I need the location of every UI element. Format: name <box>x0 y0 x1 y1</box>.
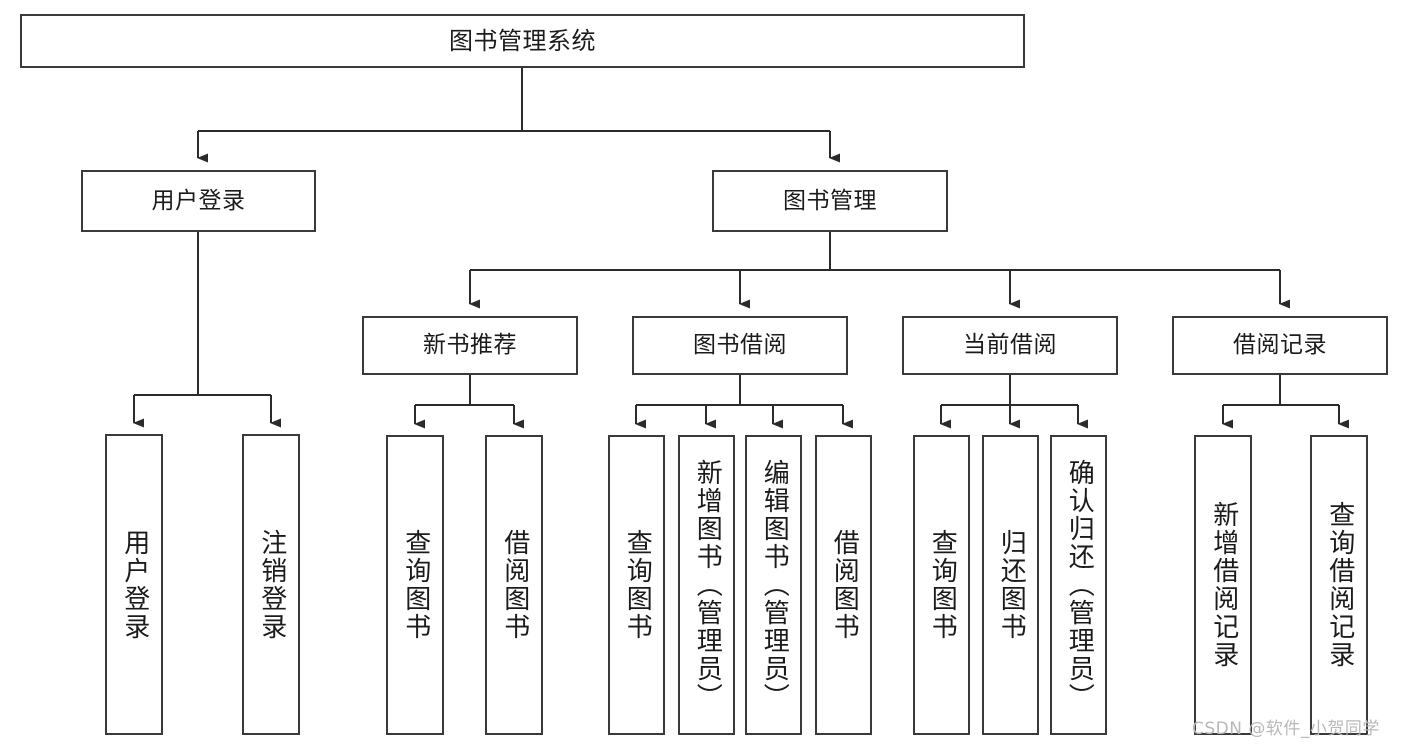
node-label: 新书推荐 <box>423 332 517 358</box>
node-new-book-recommend[interactable]: 新书推荐 <box>362 316 578 375</box>
node-label: 图书管理 <box>783 187 877 214</box>
node-label: 查询图书 <box>400 529 431 641</box>
node-label: 借阅图书 <box>499 529 530 641</box>
node-user-login[interactable]: 用户登录 <box>81 170 316 232</box>
node-label: 图书管理系统 <box>449 27 596 55</box>
node-label: 用户登录 <box>119 528 150 641</box>
node-label: 图书借阅 <box>693 332 787 358</box>
leaf-book-borrow-add[interactable]: 新增图书（管理员） <box>678 435 735 735</box>
leaf-user-login-logout[interactable]: 注销登录 <box>242 434 300 735</box>
node-label: 借阅记录 <box>1233 332 1327 358</box>
leaf-book-borrow-borrow[interactable]: 借阅图书 <box>815 435 872 735</box>
leaf-current-borrow-query[interactable]: 查询图书 <box>913 435 970 735</box>
leaf-borrow-record-add[interactable]: 新增借阅记录 <box>1194 435 1252 735</box>
node-label: 查询图书 <box>927 529 958 641</box>
leaf-new-book-borrow[interactable]: 借阅图书 <box>485 435 543 735</box>
leaf-book-borrow-query[interactable]: 查询图书 <box>608 435 665 735</box>
node-book-borrow[interactable]: 图书借阅 <box>632 316 848 375</box>
leaf-borrow-record-query[interactable]: 查询借阅记录 <box>1310 435 1368 735</box>
leaf-user-login-login[interactable]: 用户登录 <box>105 434 163 735</box>
node-label: 查询借阅记录 <box>1324 501 1355 669</box>
node-root-system[interactable]: 图书管理系统 <box>20 14 1025 68</box>
node-label: 编辑图书（管理员） <box>759 459 790 711</box>
node-label: 当前借阅 <box>963 332 1057 358</box>
leaf-current-borrow-confirm[interactable]: 确认归还（管理员） <box>1050 435 1107 735</box>
node-borrow-record[interactable]: 借阅记录 <box>1172 316 1388 375</box>
node-current-borrow[interactable]: 当前借阅 <box>902 316 1118 375</box>
node-label: 用户登录 <box>151 187 246 214</box>
node-book-management[interactable]: 图书管理 <box>712 170 948 232</box>
leaf-book-borrow-edit[interactable]: 编辑图书（管理员） <box>745 435 802 735</box>
watermark-text: CSDN @软件_小贺同学 <box>1192 719 1380 739</box>
node-label: 归还图书 <box>996 529 1027 641</box>
leaf-new-book-query[interactable]: 查询图书 <box>386 435 444 735</box>
node-label: 确认归还（管理员） <box>1064 459 1095 711</box>
node-label: 新增借阅记录 <box>1208 501 1239 669</box>
node-label: 查询图书 <box>622 529 653 641</box>
node-label: 注销登录 <box>256 528 287 641</box>
node-label: 借阅图书 <box>829 529 860 641</box>
node-label: 新增图书（管理员） <box>692 459 723 711</box>
leaf-current-borrow-return[interactable]: 归还图书 <box>982 435 1039 735</box>
